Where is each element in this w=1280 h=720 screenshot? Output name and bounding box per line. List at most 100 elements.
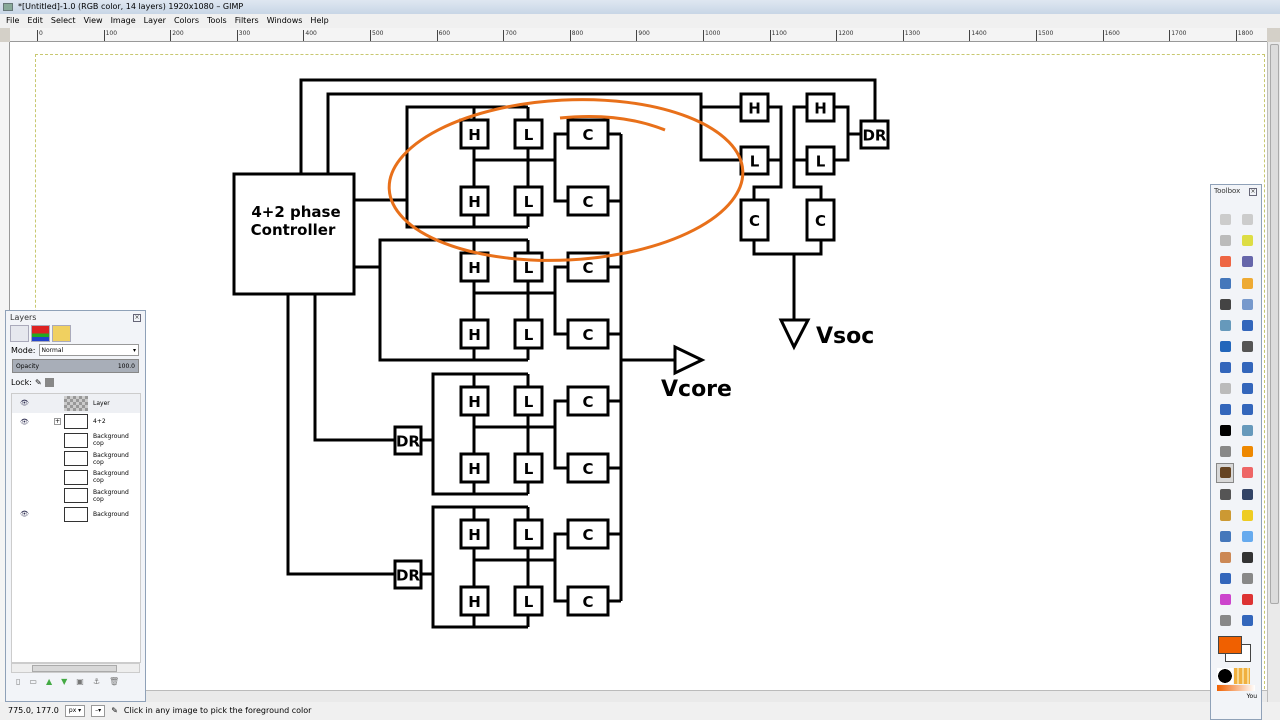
new-group-icon[interactable]: ▭ [29,677,37,686]
curves-tool-icon[interactable] [1238,611,1256,631]
perspective-tool-icon[interactable] [1238,379,1256,399]
desaturate-tool-icon[interactable] [1216,569,1234,589]
layers-tab-icon[interactable] [10,325,29,342]
eye-icon[interactable]: 👁 [20,399,29,408]
new-layer-icon[interactable]: ▯ [16,677,21,686]
menu-select[interactable]: Select [50,16,76,25]
foreground-color[interactable] [1218,636,1242,655]
zoom-select[interactable]: –▾ [91,705,106,717]
bucket-fill-tool-icon[interactable] [1238,421,1256,441]
horizontal-scrollbar[interactable] [10,690,1267,702]
rotate-tool-icon[interactable] [1216,358,1234,378]
foreground-select-tool-icon[interactable] [1216,273,1234,293]
color-picker-tool-icon[interactable] [1216,294,1234,314]
menu-help[interactable]: Help [310,16,329,25]
eye-icon[interactable]: 👁 [20,510,29,519]
vertical-scrollbar[interactable] [1267,42,1280,702]
color-picker-icon: ✎ [111,706,118,715]
menu-tools[interactable]: Tools [207,16,227,25]
ink-tool-icon[interactable] [1238,484,1256,504]
shear-tool-icon[interactable] [1216,379,1234,399]
close-icon[interactable]: × [133,314,141,322]
capacitor-label: C [582,593,593,611]
undo-history-tab-icon[interactable] [52,325,71,342]
menu-file[interactable]: File [6,16,20,25]
heal-tool-icon[interactable] [1238,505,1256,525]
blend-tool-icon[interactable] [1216,442,1234,462]
perspective-clone-tool-icon[interactable] [1216,526,1234,546]
text-tool-icon[interactable] [1216,421,1234,441]
clone-tool-icon[interactable] [1216,505,1234,525]
eye-icon[interactable]: 👁 [20,417,29,426]
menu-windows[interactable]: Windows [266,16,303,25]
channels-tab-icon[interactable] [31,325,50,342]
layer-thumbnail [64,488,88,504]
hue-saturation-tool-icon[interactable] [1238,590,1256,610]
menu-filters[interactable]: Filters [234,16,259,25]
move-tool-icon[interactable] [1238,315,1256,335]
layer-row[interactable]: Background cop [12,450,140,469]
eraser-tool-icon[interactable] [1238,463,1256,483]
select-by-color-tool-icon[interactable] [1216,252,1234,272]
scroll-thumb[interactable] [1270,44,1279,604]
delete-layer-icon[interactable]: 🗑 [109,677,120,686]
layers-hscrollbar[interactable] [11,663,140,673]
unit-select[interactable]: px ▾ [64,705,86,717]
menu-image[interactable]: Image [110,16,136,25]
layer-row[interactable]: 👁Layer [12,394,140,413]
color-balance-tool-icon[interactable] [1216,590,1234,610]
threshold-tool-icon[interactable] [1216,611,1234,631]
rect-select-tool-icon[interactable] [1216,210,1234,230]
blur-tool-icon[interactable] [1238,526,1256,546]
layer-row[interactable]: Background cop [12,487,140,506]
ruler-tick: 100 [103,30,117,41]
pattern-preview[interactable] [1234,668,1250,685]
paths-tool-icon[interactable] [1238,273,1256,293]
soc-high-fet-label: H [748,100,761,118]
layer-row[interactable]: Background cop [12,468,140,487]
scissors-tool-icon[interactable] [1238,252,1256,272]
menu-view[interactable]: View [83,16,103,25]
pencil-tool-icon[interactable] [1238,442,1256,462]
lock-pixels-icon[interactable]: ✎ [34,377,42,387]
smudge-tool-icon[interactable] [1216,548,1234,568]
free-select-tool-icon[interactable] [1216,231,1234,251]
expand-icon[interactable]: + [54,418,61,426]
lower-layer-icon[interactable]: ▼ [61,677,68,686]
menu-layer[interactable]: Layer [143,16,166,25]
gimp-app-icon [3,3,13,11]
paintbrush-tool-icon[interactable] [1216,463,1234,483]
menu-colors[interactable]: Colors [173,16,199,25]
raise-layer-icon[interactable]: ▲ [45,677,53,686]
airbrush-tool-icon[interactable] [1216,484,1234,504]
anchor-icon[interactable]: ⚓ [92,677,101,686]
menu-edit[interactable]: Edit [27,16,43,25]
crop-tool-icon[interactable] [1238,337,1256,357]
layer-row[interactable]: 👁Background [12,505,140,524]
flip-tool-icon[interactable] [1216,400,1234,420]
scale-tool-icon[interactable] [1238,358,1256,378]
brush-preview[interactable] [1217,668,1233,685]
layer-row[interactable]: 👁+4+2 [12,413,140,432]
measure-tool-icon[interactable] [1216,315,1234,335]
close-icon[interactable]: × [1249,188,1257,196]
mode-select[interactable]: Normal▾ [38,344,139,356]
zoom-tool-icon[interactable] [1238,294,1256,314]
high-side-fet-label: H [468,326,481,344]
lock-alpha-icon[interactable] [44,377,54,387]
gradient-preview[interactable] [1217,685,1255,692]
duplicate-layer-icon[interactable]: ▣ [76,677,84,686]
levels-tool-icon[interactable] [1238,569,1256,589]
cage-transform-tool-icon[interactable] [1238,400,1256,420]
fuzzy-select-tool-icon[interactable] [1238,231,1256,251]
low-side-fet-label: L [524,593,534,611]
ellipse-select-tool-icon[interactable] [1238,210,1256,230]
layer-row[interactable]: Background cop [12,431,140,450]
high-side-fet-label: H [468,126,481,144]
align-tool-icon[interactable] [1216,337,1234,357]
dodge-burn-tool-icon[interactable] [1238,548,1256,568]
driver-label: DR [396,433,420,451]
